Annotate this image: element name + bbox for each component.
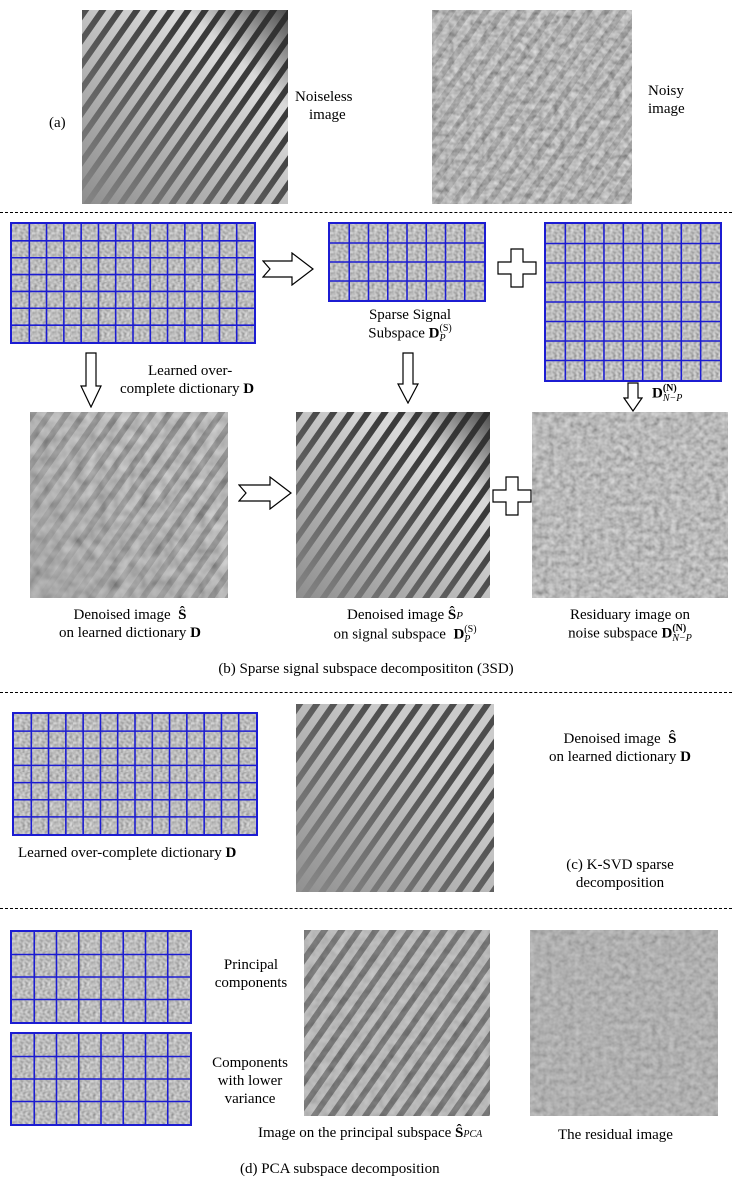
principal-components-label: Principal components: [214, 957, 288, 991]
lower-variance-label: Components with lower variance: [212, 1055, 288, 1107]
ksvd-denoised-label: Denoised image Ŝ on learned dictionary D: [548, 731, 692, 765]
lower-variance-grid: [10, 1032, 192, 1126]
noisy-image: [432, 10, 632, 204]
noise-subspace-grid: [544, 222, 722, 382]
separator-1: [0, 212, 732, 213]
separator-2: [0, 692, 732, 693]
overcomplete-dictionary-grid: [10, 222, 256, 344]
denoised-signal-subspace-image: [296, 412, 490, 598]
signal-subspace-label: Sparse Signal Subspace D(S)P: [368, 307, 452, 344]
ksvd-dictionary-label: Learned over-complete dictionary D: [18, 845, 237, 861]
pca-residual-image: [530, 930, 718, 1116]
caption-c: (c) K-SVD sparse decomposition: [566, 857, 674, 891]
noiseless-image: [82, 10, 288, 204]
dictionary-label: Learned over- complete dictionary D: [120, 363, 255, 397]
denoised-label: Denoised image Ŝ on learned dictionary D: [58, 607, 202, 641]
right-arrow-icon: [238, 476, 292, 510]
ksvd-dictionary-grid: [12, 712, 258, 836]
plus-icon: [497, 248, 537, 288]
down-arrow-icon: [397, 352, 419, 404]
caption-b: (b) Sparse signal subspace decompositito…: [218, 661, 514, 677]
noisy-label: Noisy image: [648, 83, 685, 117]
principal-subspace-label: Image on the principal subspace ŜPCA: [258, 1125, 483, 1141]
noise-subspace-symbol: D(N)N−P: [652, 383, 683, 404]
denoised-image: [30, 412, 228, 598]
signal-subspace-grid: [328, 222, 486, 302]
noiseless-label: Noiseless image: [295, 89, 353, 123]
panel-a-label: (a): [49, 115, 66, 131]
pca-residual-label: The residual image: [558, 1127, 673, 1143]
ksvd-denoised-image: [296, 704, 494, 892]
plus-icon: [492, 476, 532, 516]
principal-subspace-image: [304, 930, 490, 1116]
principal-components-grid: [10, 930, 192, 1024]
down-arrow-icon: [623, 382, 643, 412]
residual-label: Residuary image on noise subspace D(N)N−…: [568, 607, 692, 644]
denoised-p-label: Denoised image ŜP on signal subspace D(S…: [333, 607, 477, 645]
down-arrow-icon: [80, 352, 102, 408]
right-arrow-icon: [262, 252, 314, 286]
residuary-image: [532, 412, 728, 598]
separator-3: [0, 908, 732, 909]
caption-d: (d) PCA subspace decomposition: [240, 1161, 440, 1177]
